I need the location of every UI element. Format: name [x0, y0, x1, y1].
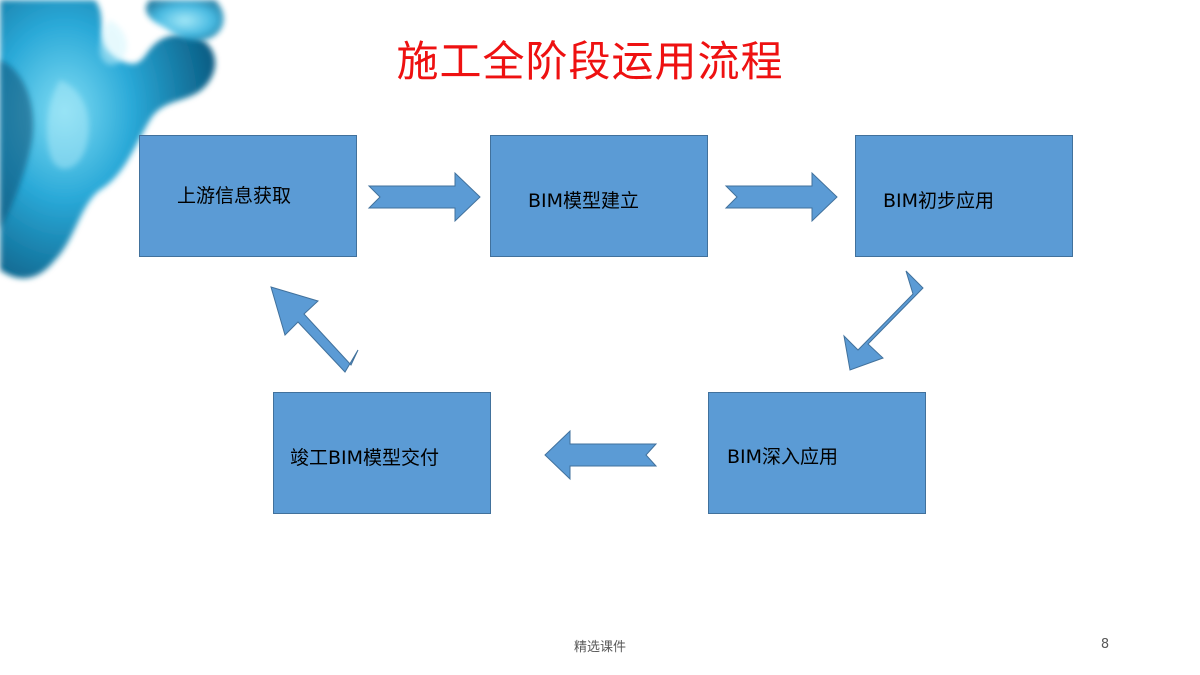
- arrow-down-left-icon: [843, 270, 924, 371]
- flow-step-label: BIM深入应用: [727, 446, 839, 468]
- page-number: 8: [1100, 637, 1110, 652]
- flow-step-bim-initial-application: BIM初步应用: [855, 135, 1073, 257]
- flow-step-bim-deep-application: BIM深入应用: [708, 392, 926, 514]
- ink-splash-decoration: [0, 0, 224, 279]
- flow-step-label: BIM模型建立: [528, 190, 640, 212]
- footer-text: 精选课件: [573, 640, 626, 655]
- flow-step-completion-bim-delivery: 竣工BIM模型交付: [273, 392, 491, 514]
- page-title: 施工全阶段运用流程: [396, 37, 784, 86]
- flow-step-bim-model-build: BIM模型建立: [490, 135, 708, 257]
- flow-step-upstream-info: 上游信息获取: [139, 135, 357, 257]
- flow-step-label: 竣工BIM模型交付: [290, 447, 440, 469]
- arrow-right-icon: [367, 171, 481, 223]
- arrow-right-icon: [724, 171, 838, 223]
- flow-step-label: 上游信息获取: [177, 185, 292, 207]
- arrow-up-left-icon: [270, 286, 359, 373]
- flow-step-label: BIM初步应用: [883, 190, 995, 212]
- arrow-left-icon: [544, 429, 658, 481]
